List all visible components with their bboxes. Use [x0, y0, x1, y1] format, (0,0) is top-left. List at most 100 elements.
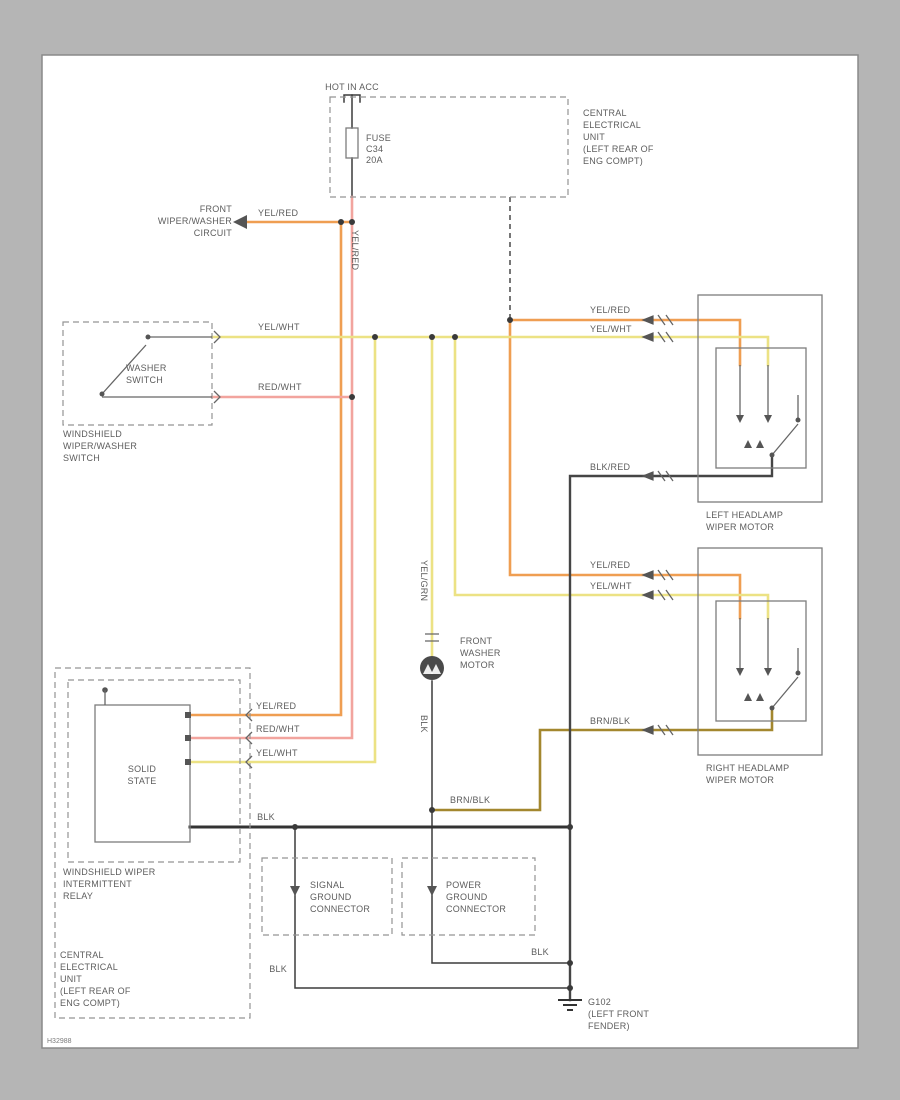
- wire-brn-blk: [430, 706, 774, 812]
- wire-yel-wht-to-relay: [188, 335, 377, 764]
- power-ground-text: POWER: [446, 880, 482, 890]
- signal-ground-box: [261, 857, 393, 936]
- wire-label: RED/WHT: [256, 724, 300, 734]
- wire-label: RED/WHT: [258, 382, 302, 392]
- power-source-bracket: [343, 94, 361, 103]
- solid-state-box: [94, 704, 191, 843]
- diagram-panel: [41, 54, 859, 1049]
- g102-text: FENDER): [588, 1021, 630, 1031]
- right-motor-caption: RIGHT HEADLAMP: [706, 763, 789, 773]
- wire-label: BLK: [257, 812, 275, 822]
- front-circuit-text: FRONT: [200, 204, 232, 214]
- wire-label: YEL/RED: [590, 305, 631, 315]
- front-washer-motor: FRONT WASHER MOTOR YEL/GRN BLK BRN/BLK: [419, 560, 501, 805]
- connector-chevron-icon: [245, 708, 253, 722]
- wire-label: YEL/WHT: [590, 581, 632, 591]
- front-circuit-text: CIRCUIT: [194, 228, 232, 238]
- fuse-label-2: C34: [366, 144, 383, 154]
- fuse-label-1: FUSE: [366, 133, 391, 143]
- g102-text: G102: [588, 997, 611, 1007]
- wire-label: BRN/BLK: [590, 716, 630, 726]
- g102-text: (LEFT FRONT: [588, 1009, 649, 1019]
- wire-label: BLK/RED: [590, 462, 631, 472]
- ceu-bottom-text: CENTRAL: [60, 950, 104, 960]
- wire-label: BRN/BLK: [450, 795, 490, 805]
- connector-arrow-icon: [427, 886, 437, 896]
- ceu-bottom-text: ELECTRICAL: [60, 962, 118, 972]
- left-motor-caption: LEFT HEADLAMP: [706, 510, 783, 520]
- ground-connectors: SIGNAL GROUND CONNECTOR POWER GROUND CON…: [261, 857, 549, 974]
- central-electrical-unit-top: HOT IN ACC FUSE C34 20A CENTRAL ELECTRIC…: [325, 82, 654, 198]
- figure-code: H32988: [47, 1038, 72, 1045]
- ceu-top-text: ENG COMPT): [583, 156, 643, 166]
- washer-motor-connector-ticks: [425, 633, 439, 642]
- wire-blk-red-ground: [568, 453, 774, 1002]
- wire-label-vertical: BLK: [419, 715, 429, 733]
- ceu-bottom-text: (LEFT REAR OF: [60, 986, 131, 996]
- washer-motor-caption: FRONT: [460, 636, 492, 646]
- connector-arrow-icon: [290, 886, 300, 896]
- connector-chevron-icon: [245, 731, 253, 745]
- wire-yel-red-to-relay: [188, 220, 343, 717]
- front-circuit-offpage: FRONT WIPER/WASHER CIRCUIT YEL/RED YEL/R…: [158, 204, 360, 271]
- washer-switch-caption: WIPER/WASHER: [63, 441, 137, 451]
- washer-motor-icon: [420, 656, 444, 680]
- wire-label: BLK: [269, 964, 287, 974]
- wire-label: YEL/RED: [256, 701, 297, 711]
- wire-label: YEL/WHT: [256, 748, 298, 758]
- relay-caption: INTERMITTENT: [63, 879, 132, 889]
- g102-ground: G102 (LEFT FRONT FENDER): [558, 997, 649, 1031]
- wire-red-wht-main: [188, 195, 354, 740]
- ceu-top-text: CENTRAL: [583, 108, 627, 118]
- fuse-icon: [345, 127, 359, 159]
- wire-yel-red-left-motor: [508, 318, 742, 367]
- switch-contact-icon: [101, 336, 212, 398]
- wire-label: YEL/RED: [590, 560, 631, 570]
- right-motor-inner-box: [715, 600, 807, 722]
- left-motor-internals-icon: [739, 365, 799, 456]
- left-motor-box: [697, 294, 823, 503]
- wire-label-vertical: YEL/GRN: [419, 560, 429, 601]
- fuse-label-3: 20A: [366, 155, 383, 165]
- inline-connectors: [641, 314, 674, 736]
- ceu-top-text: UNIT: [583, 132, 605, 142]
- power-ground-text: GROUND: [446, 892, 488, 902]
- ceu-bottom-box: [54, 667, 251, 1019]
- ceu-top-text: (LEFT REAR OF: [583, 144, 654, 154]
- wire-signal-ground-path: [294, 826, 571, 989]
- ceu-bottom-text: UNIT: [60, 974, 82, 984]
- wire-power-ground-path: [431, 809, 571, 964]
- left-motor-caption: WIPER MOTOR: [706, 522, 774, 532]
- power-ground-box: [401, 857, 536, 936]
- right-motor-caption: WIPER MOTOR: [706, 775, 774, 785]
- wire-label: YEL/WHT: [590, 324, 632, 334]
- left-headlamp-wiper-motor: LEFT HEADLAMP WIPER MOTOR YEL/RED YEL/WH…: [590, 294, 823, 532]
- ceu-bottom-text: ENG COMPT): [60, 998, 120, 1008]
- relay-box: [67, 679, 241, 863]
- hot-in-acc-label: HOT IN ACC: [325, 82, 379, 92]
- signal-ground-text: SIGNAL: [310, 880, 345, 890]
- power-ground-text: CONNECTOR: [446, 904, 506, 914]
- right-headlamp-wiper-motor: RIGHT HEADLAMP WIPER MOTOR YEL/RED YEL/W…: [590, 547, 823, 785]
- washer-motor-caption: MOTOR: [460, 660, 495, 670]
- front-circuit-text: WIPER/WASHER: [158, 216, 232, 226]
- offpage-arrow-icon: [233, 215, 247, 229]
- ground-symbol-icon: [558, 999, 582, 1011]
- washer-switch-label: SWITCH: [126, 375, 163, 385]
- connector-chevron-icon: [213, 330, 221, 344]
- junction-dots: [292, 219, 573, 991]
- signal-ground-text: GROUND: [310, 892, 352, 902]
- washer-motor-caption: WASHER: [460, 648, 501, 658]
- connector-chevron-icon: [213, 390, 221, 404]
- signal-ground-text: CONNECTOR: [310, 904, 370, 914]
- right-motor-box: [697, 547, 823, 756]
- ceu-top-text: ELECTRICAL: [583, 120, 641, 130]
- wire-label: YEL/WHT: [258, 322, 300, 332]
- wires-colored: [188, 94, 774, 1002]
- wire-label: BLK: [531, 947, 549, 957]
- wire-label: YEL/RED: [258, 208, 299, 218]
- washer-switch-caption: SWITCH: [63, 453, 100, 463]
- solid-state-label: STATE: [128, 776, 157, 786]
- relay-caption: WINDSHIELD WIPER: [63, 867, 156, 877]
